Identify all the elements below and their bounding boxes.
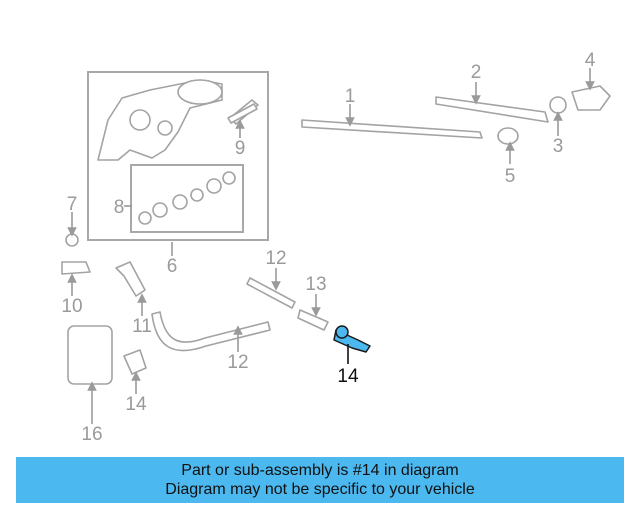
part-5-grommet [497, 127, 519, 145]
part-1-wiper-blade [301, 119, 483, 139]
part-14-nozzle [333, 325, 371, 353]
part-16-reservoir [67, 325, 113, 385]
part-12-hose-upper [246, 277, 296, 309]
callout-16: 16 [81, 424, 102, 445]
callout-1: 1 [345, 86, 356, 107]
part-4-pivot-cap [571, 85, 611, 111]
part-2-wiper-arm [435, 96, 549, 123]
banner-line-2: Diagram may not be specific to your vehi… [165, 481, 475, 498]
banner-line-1: Part or sub-assembly is #14 in diagram [181, 462, 459, 479]
callout-7: 7 [67, 194, 78, 215]
callout-12-lower: 12 [227, 352, 248, 373]
callout-8: 8 [114, 197, 125, 218]
part-13-t-connector [297, 309, 329, 331]
callout-3: 3 [553, 136, 564, 157]
bushing-set-frame [130, 164, 244, 233]
callout-14-highlighted: 14 [337, 366, 359, 387]
part-7-nut [65, 233, 79, 247]
info-banner: Part or sub-assembly is #14 in diagram D… [16, 457, 624, 503]
callout-10: 10 [61, 296, 82, 317]
callout-4: 4 [585, 50, 596, 71]
part-15-pump [123, 349, 147, 375]
part-12-hose-lower [151, 311, 271, 352]
motor-assembly-frame [87, 71, 269, 241]
callout-11: 11 [132, 316, 152, 337]
callout-labels: 1 2 3 4 5 6 7 8 9 10 11 12 12 13 14 14 1… [61, 50, 595, 445]
part-11-hose-elbow [115, 261, 146, 297]
part-10-connector [61, 261, 91, 275]
leader-lines [67, 68, 595, 424]
part-8-bushing-set [130, 164, 244, 233]
callout-9: 9 [235, 138, 246, 159]
callout-12-upper: 12 [265, 248, 286, 269]
callout-6: 6 [167, 256, 178, 277]
callout-5: 5 [505, 166, 516, 187]
callout-15: 14 [125, 394, 147, 415]
part-3-cap [549, 96, 567, 114]
callout-2: 2 [471, 62, 482, 83]
callout-13: 13 [305, 274, 326, 295]
part-9-pin [227, 103, 258, 124]
